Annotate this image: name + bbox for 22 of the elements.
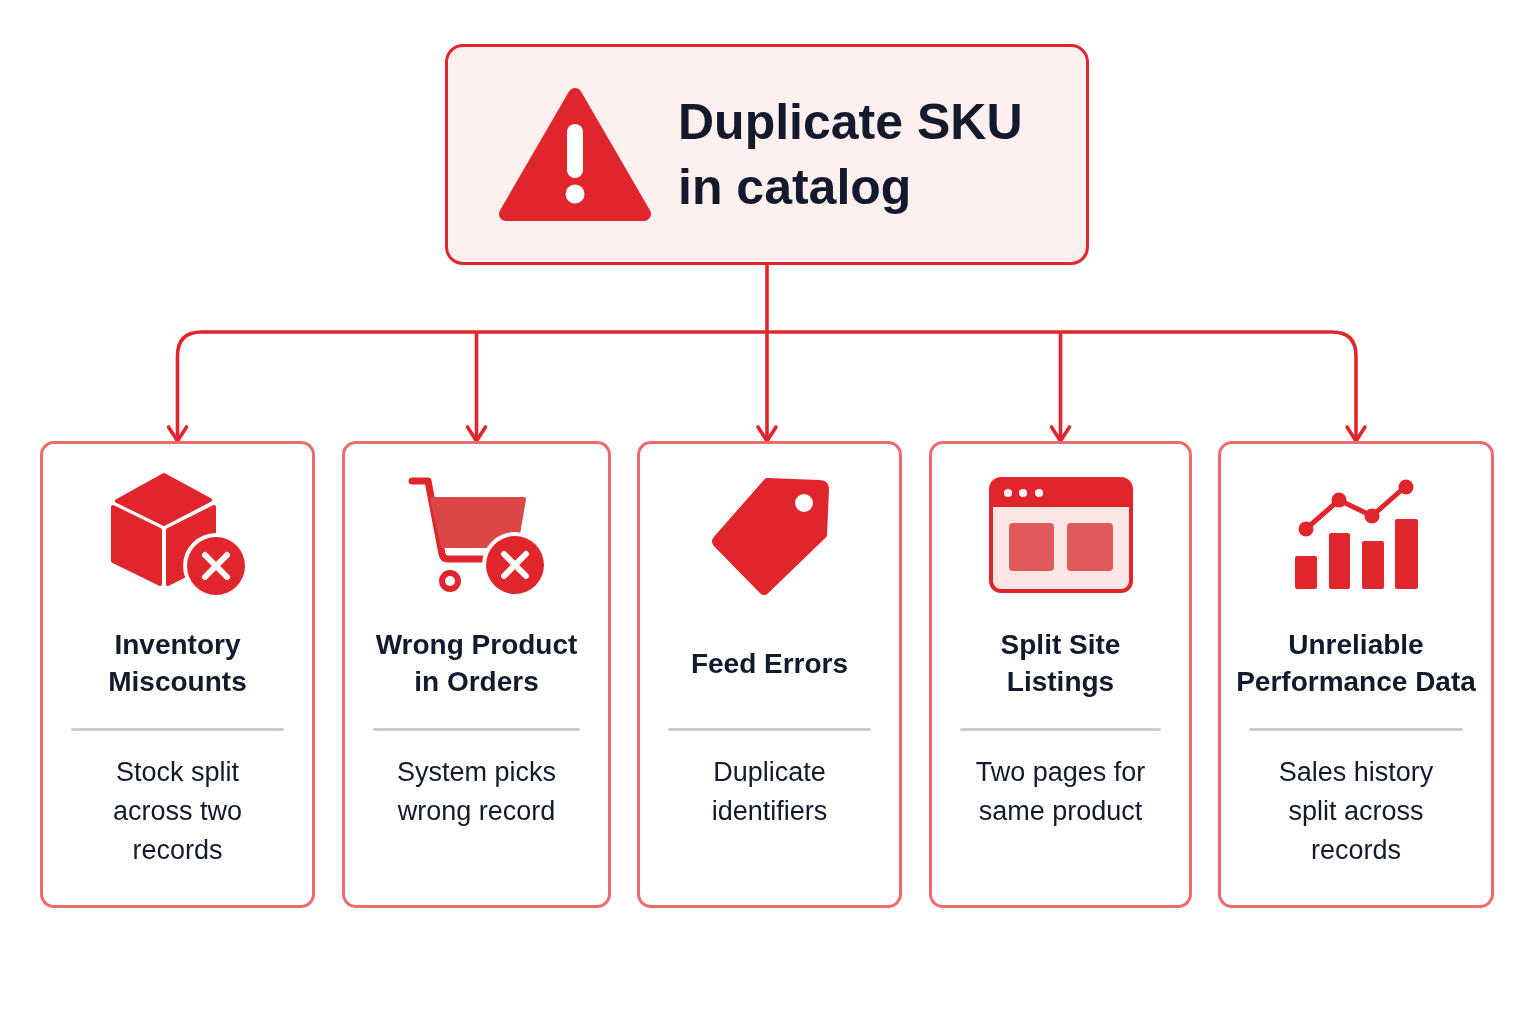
impact-description: Sales history split across records bbox=[1277, 756, 1435, 867]
impact-card bbox=[342, 441, 611, 908]
impact-description: Stock split across two records bbox=[111, 756, 243, 867]
impact-title: Feed Errors bbox=[690, 646, 849, 681]
impact-card bbox=[1218, 441, 1494, 908]
connector-arrow bbox=[1060, 330, 1367, 443]
impact-description: System picks wrong record bbox=[395, 756, 557, 828]
impact-card bbox=[929, 441, 1192, 908]
impact-title: Inventory Miscounts bbox=[107, 628, 248, 699]
impact-card bbox=[40, 441, 315, 908]
impact-card bbox=[637, 441, 902, 908]
impact-title: Split Site Listings bbox=[999, 628, 1122, 699]
alert-box bbox=[445, 44, 1089, 265]
impact-title: Unreliable Performance Data bbox=[1235, 628, 1477, 699]
impact-description: Duplicate identifiers bbox=[710, 756, 829, 828]
connector-arrow bbox=[1049, 332, 1072, 443]
impact-title: Wrong Product in Orders bbox=[374, 628, 579, 699]
alert-title: Duplicate SKU in catalog bbox=[678, 92, 1024, 217]
connector-arrow bbox=[166, 330, 477, 443]
impact-description: Two pages for same product bbox=[974, 756, 1147, 828]
connector-arrow bbox=[465, 332, 488, 443]
connector-arrow bbox=[756, 332, 778, 443]
